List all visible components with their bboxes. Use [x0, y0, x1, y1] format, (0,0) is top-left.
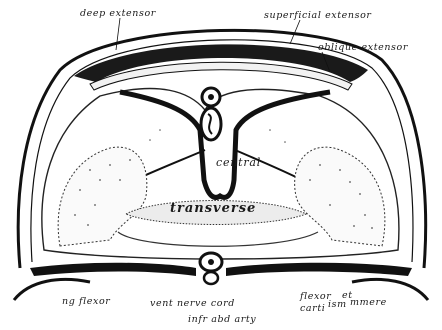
label-flexor-left: ng flexor — [62, 296, 111, 307]
label-transverse: transverse — [170, 201, 256, 216]
ventral-inner-curve — [118, 232, 318, 246]
label-infr-abd-arty: infr abd arty — [188, 314, 256, 325]
ventral-sternum — [30, 263, 196, 276]
label-flexor-right-2: carti — [300, 303, 325, 314]
ventral-nerve-cord-core — [208, 259, 214, 265]
right-lateral-lobe — [295, 147, 385, 246]
gut — [201, 108, 221, 140]
label-oblique-extensor: oblique extensor — [318, 42, 409, 53]
label-vent-nerve-cord: vent nerve cord — [150, 298, 235, 309]
left-lateral-lobe — [58, 147, 147, 246]
dorsal-vessel-core — [208, 94, 214, 100]
label-superficial-extensor: superficial extensor — [264, 10, 372, 21]
infr-abd-arty-vessel — [204, 272, 218, 284]
label-flexor-right-5: mmere — [350, 297, 387, 308]
ventral-sternum-right — [226, 263, 412, 276]
label-central: central — [216, 156, 261, 169]
label-deep-extensor: deep extensor — [80, 8, 157, 19]
